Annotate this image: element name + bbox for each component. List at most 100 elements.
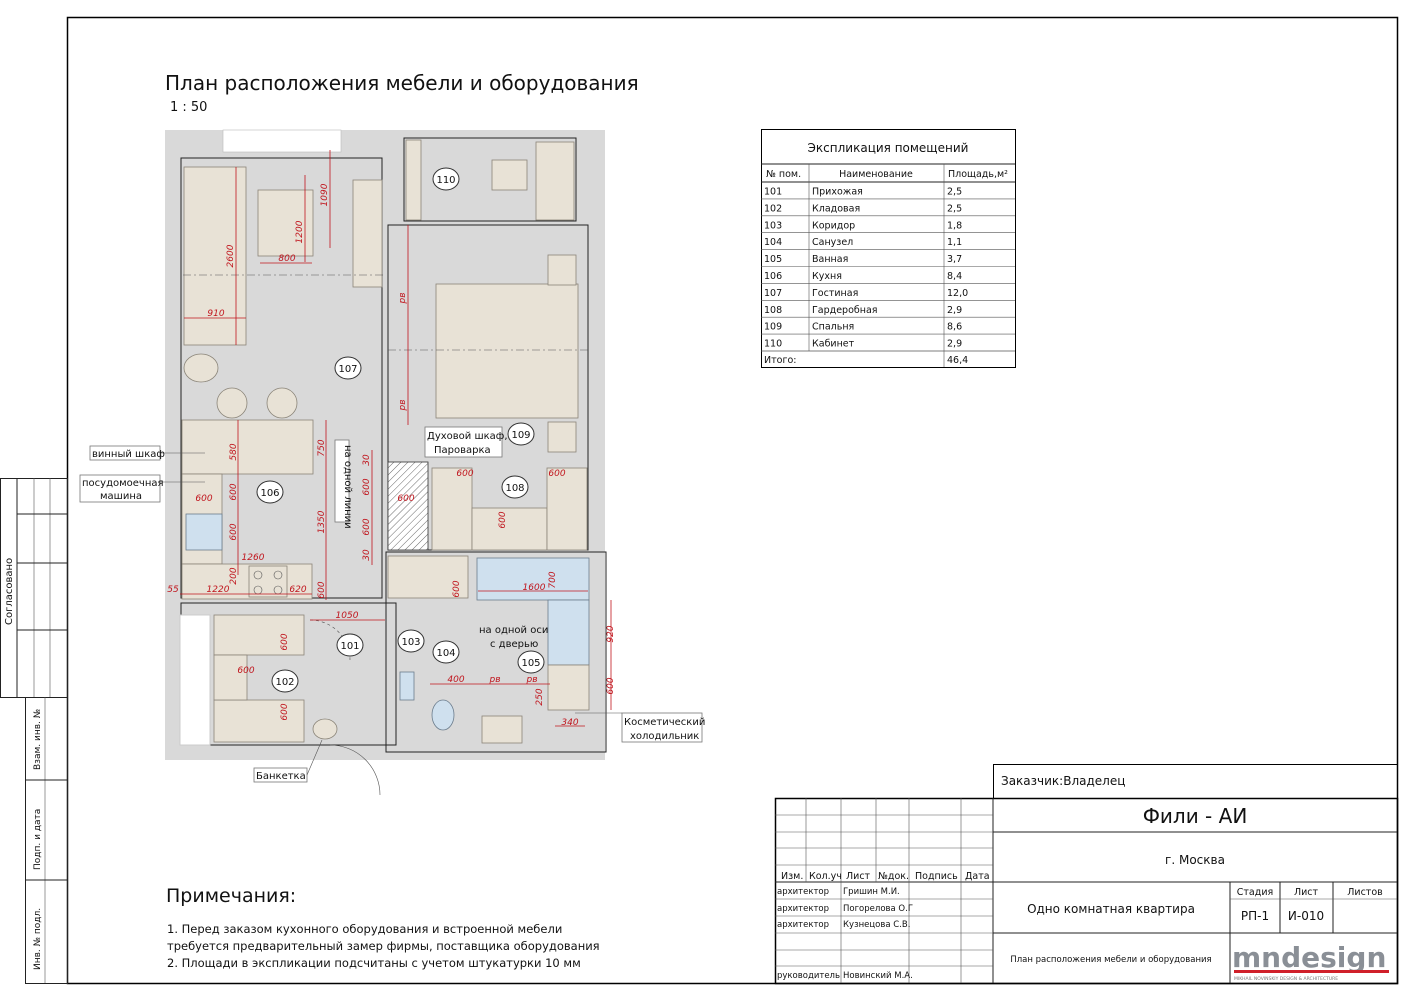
dim-label: 600 — [606, 677, 616, 694]
bed — [435, 283, 579, 419]
dim-label: 620 — [289, 585, 306, 595]
dim-label: 600 — [229, 523, 239, 540]
inv-orig-label: Инв. № подл. — [33, 908, 43, 970]
explication-header: Наименование — [839, 169, 913, 180]
dim-label: 600 — [195, 494, 212, 504]
title-block: Заказчик:Владелец Фили - АИ г. Москва Из… — [774, 764, 1399, 985]
room-number: 101 — [764, 187, 782, 198]
stamp-header: Изм. — [781, 871, 803, 882]
callout-oven-1: Духовой шкаф, — [427, 431, 508, 442]
dim-label: 600 — [456, 469, 473, 479]
sheets-label: Листов — [1347, 887, 1383, 898]
person-role: архитектор — [777, 904, 829, 914]
dim-label: 1260 — [242, 553, 265, 563]
room-name: Кладовая — [812, 203, 860, 214]
room-number: 106 — [764, 271, 782, 282]
dim-label: 600 — [229, 483, 239, 500]
person-name: Погорелова О.Г — [843, 904, 913, 914]
person-name: Гришин М.И. — [843, 887, 900, 897]
dim-label: 910 — [207, 309, 224, 319]
room-label-106: 106 — [260, 488, 279, 499]
explication-header: Площадь,м² — [948, 169, 1008, 180]
room-area: 3,7 — [947, 254, 962, 265]
room-number: 110 — [764, 339, 782, 350]
scale-label: 1 : 50 — [170, 100, 207, 115]
dim-label: 600 — [317, 581, 327, 598]
room-label-107: 107 — [338, 364, 357, 375]
dim-label: 400 — [447, 675, 464, 685]
person-role: архитектор — [777, 887, 829, 897]
callout-wine: винный шкаф — [92, 449, 165, 460]
room-area: 8,4 — [947, 271, 962, 282]
callout-oven-2: Пароварка — [434, 445, 491, 456]
svg-text:MIKHAIL NOVINSKIY DESIGN & ARC: MIKHAIL NOVINSKIY DESIGN & ARCHITECTURE — [1234, 976, 1338, 982]
desk — [535, 141, 575, 221]
stamp-header: Кол.уч — [809, 871, 842, 882]
side-stamp: Согласовано Взам. инв. № Подп. и дата Ин… — [0, 478, 68, 984]
room-label-105: 105 — [521, 658, 540, 669]
dim-label: 55 — [167, 585, 179, 595]
dim-label: 1350 — [317, 510, 327, 533]
room-number: 105 — [764, 254, 782, 265]
bar-stool — [216, 387, 248, 419]
dim-label: 1200 — [295, 220, 305, 243]
stage-label: Стадия — [1237, 887, 1273, 898]
dim-label: 920 — [606, 625, 616, 642]
explication-title: Экспликация помещений — [808, 141, 969, 155]
drawing-name: План расположения мебели и оборудования — [1010, 955, 1211, 965]
room-number: 103 — [764, 220, 782, 231]
dim-label: 600 — [362, 518, 372, 535]
room-area: 1,8 — [947, 220, 962, 231]
room-label-110: 110 — [436, 175, 455, 186]
coffee-table — [257, 189, 314, 257]
kitchen-island — [181, 419, 314, 475]
room-area: 2,5 — [947, 187, 962, 198]
inv-repl-label: Взам. инв. № — [33, 709, 43, 770]
callout-one-line: на одной линии — [342, 445, 353, 529]
dim-label: 1220 — [207, 585, 230, 595]
agreed-label: Согласовано — [4, 558, 15, 625]
sheet-label: Лист — [1294, 887, 1319, 898]
room-number: 108 — [764, 305, 782, 316]
explication-table: Экспликация помещений № пом. Наименовани… — [761, 129, 1016, 368]
dim-label: 700 — [548, 571, 558, 588]
room-name: Спальня — [812, 322, 854, 333]
page-title: План расположения мебели и оборудования — [165, 71, 639, 95]
dim-label: 600 — [280, 633, 290, 650]
callout-one-axis-2: с дверью — [490, 639, 538, 650]
person-name: Новинский М.А. — [843, 971, 913, 981]
dim-label: 30 — [362, 549, 372, 561]
object-name: Одно комнатная квартира — [1027, 902, 1195, 916]
room-name: Гардеробная — [812, 305, 878, 316]
room-name: Санузел — [812, 237, 853, 248]
room-name: Прихожая — [812, 187, 863, 198]
room-label-109: 109 — [511, 430, 530, 441]
room-number: 104 — [764, 237, 782, 248]
dim-label: 2600 — [226, 244, 236, 267]
dim-label: рв — [525, 675, 537, 685]
callout-dishwasher-1: посудомоечная — [82, 478, 164, 489]
svg-text:mndesign: mndesign — [1232, 941, 1386, 974]
dim-label: 580 — [229, 443, 239, 460]
callout-fridge-1: Косметический — [624, 717, 705, 728]
person-name: Кузнецова С.В. — [843, 920, 910, 930]
dim-label: 1050 — [336, 611, 359, 621]
room-name: Кухня — [812, 271, 842, 282]
dim-label: 600 — [498, 511, 508, 528]
washbasin — [547, 599, 590, 666]
dim-label: рв — [488, 675, 500, 685]
toilet — [431, 699, 455, 731]
notes-title: Примечания: — [166, 885, 296, 907]
room-name: Коридор — [812, 220, 855, 231]
dim-label: 600 — [452, 580, 462, 597]
mndesign-logo: mndesign MIKHAIL NOVINSKIY DESIGN & ARCH… — [1232, 941, 1389, 982]
dim-label: 600 — [397, 494, 414, 504]
room-area: 8,6 — [947, 322, 962, 333]
stage-value: РП-1 — [1241, 909, 1269, 923]
stamp-header: Дата — [965, 871, 990, 882]
explication-total-value: 46,4 — [947, 355, 968, 366]
room-area: 2,9 — [947, 339, 962, 350]
